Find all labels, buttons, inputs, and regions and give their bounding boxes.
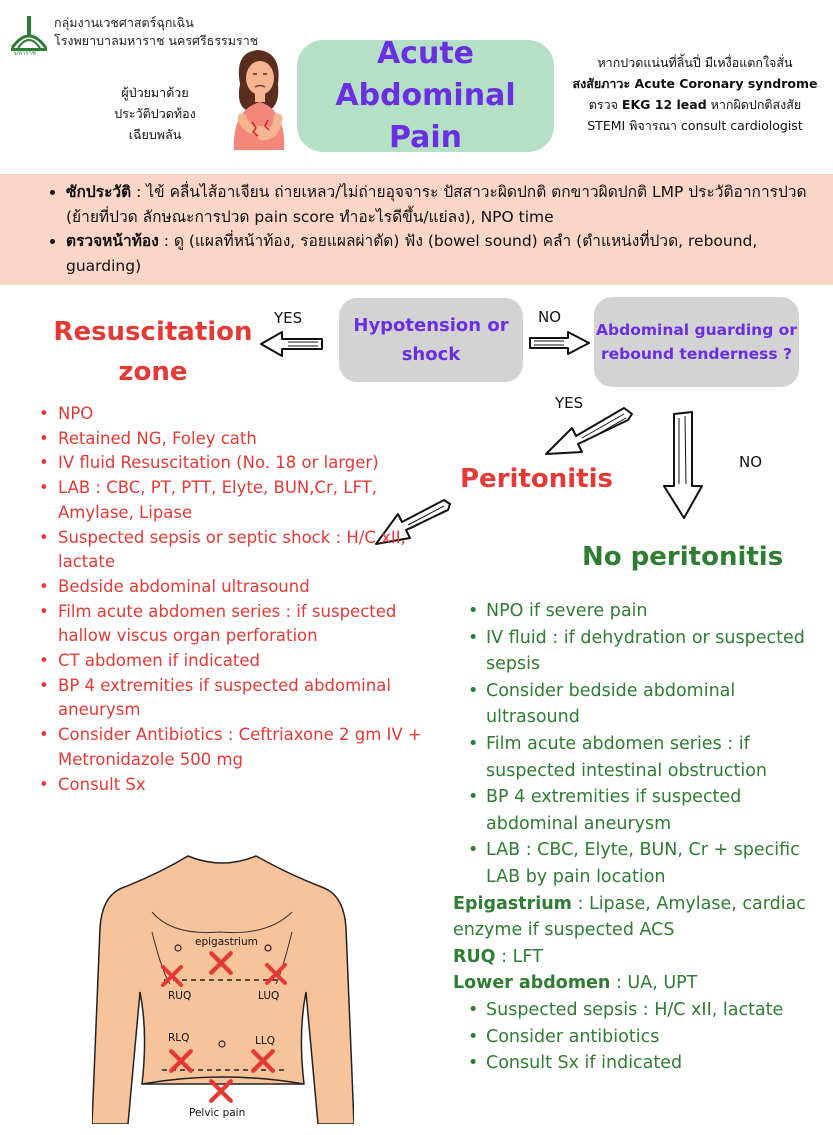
- epigastrium-label: Epigastrium: [453, 893, 572, 914]
- no-peritonitis-list: NPO if severe pain IV fluid : if dehydra…: [453, 598, 828, 891]
- org-name: กลุ่มงานเวชศาสตร์ฉุกเฉิน โรงพยาบาลมหาราช…: [54, 14, 258, 50]
- list-item: NPO if severe pain: [468, 598, 828, 625]
- resuscitation-list: NPO Retained NG, Foley cath IV fluid Res…: [38, 402, 448, 797]
- ruq-labs: RUQ : LFT: [453, 944, 828, 971]
- acs-line-1: หากปวดแน่นที่ลิ้นปี่ มีเหงื่อแตกใจสั่น: [597, 55, 793, 70]
- peritonitis-title: Peritonitis: [460, 464, 613, 494]
- acs-line-3-prefix: ตรวจ: [588, 97, 622, 112]
- epigastrium-label: epigastrium: [195, 936, 258, 948]
- patient-line-1: ผู้ป่วยมาด้วย: [121, 85, 189, 100]
- hypo-line-2: shock: [401, 344, 461, 365]
- list-item: Consider bedside abdominal ultrasound: [468, 678, 828, 731]
- history-item: ตรวจหน้าท้อง : ดู (แผลที่หน้าท้อง, รอยแผ…: [66, 229, 821, 278]
- patient-caption: ผู้ป่วยมาด้วย ประวัติปวดท้อง เฉียบพลัน: [100, 82, 210, 145]
- list-item: IV fluid Resuscitation (No. 18 or larger…: [39, 451, 448, 476]
- resuscitation-zone-title: Resuscitation zone: [48, 312, 258, 392]
- x-mark-icon: [209, 951, 233, 975]
- history-text: : ดู (แผลที่หน้าท้อง, รอยแผลผ่าตัด) ฟัง …: [66, 232, 758, 275]
- org-line-2: โรงพยาบาลมหาราช นครศรีธรรมราช: [54, 33, 259, 48]
- arrow-left-icon: [258, 330, 324, 362]
- lower-abdomen-label: Lower abdomen: [453, 973, 611, 994]
- no-peritonitis-block: NPO if severe pain IV fluid : if dehydra…: [453, 598, 828, 1077]
- no-peritonitis-title: No peritonitis: [582, 542, 784, 572]
- history-label: ซักประวัติ: [66, 183, 132, 201]
- hypotension-box: Hypotension or shock: [339, 298, 523, 382]
- no-top-label: NO: [538, 308, 562, 326]
- history-item: ซักประวัติ : ไข้ คลื่นไส้อาเจียน ถ่ายเหล…: [66, 180, 821, 229]
- lower-abdomen-list: Suspected sepsis : H/C xII, lactate Cons…: [453, 997, 828, 1077]
- luq-label: LUQ: [258, 990, 280, 1002]
- history-text: : ไข้ คลื่นไส้อาเจียน ถ่ายเหลว/ไม่ถ่ายอุ…: [66, 183, 807, 226]
- list-item: Consult Sx: [39, 773, 448, 798]
- resus-line-1: Resuscitation: [53, 317, 253, 347]
- epigastrium-text: : Lipase, Amylase, cardiac enzyme if sus…: [453, 893, 806, 941]
- ruq-label: RUQ: [168, 990, 192, 1002]
- title-line-1: Acute: [376, 36, 475, 71]
- list-item: Film acute abdomen series : if suspected…: [468, 731, 828, 784]
- logo-caption: มหาราช: [14, 50, 36, 57]
- x-mark-icon: [209, 1079, 233, 1103]
- hypo-line-1: Hypotension or: [353, 315, 509, 336]
- x-mark-icon: [265, 963, 287, 985]
- acs-line-3: ตรวจ EKG 12 lead หากผิดปกติสงสัย: [562, 94, 828, 115]
- pelvic-label: Pelvic pain: [189, 1107, 246, 1119]
- x-mark-icon: [169, 1049, 193, 1073]
- list-item: LAB : CBC, Elyte, BUN, Cr + specific LAB…: [468, 837, 828, 890]
- list-item: Film acute abdomen series : if suspected…: [39, 600, 448, 649]
- list-item: NPO: [39, 402, 448, 427]
- lower-abdomen-labs: Lower abdomen : UA, UPT: [453, 970, 828, 997]
- history-band: ซักประวัติ : ไข้ คลื่นไส้อาเจียน ถ่ายเหล…: [0, 174, 833, 285]
- yes-down-label: YES: [555, 394, 584, 412]
- resus-line-2: zone: [118, 357, 188, 387]
- list-item: Consider Antibiotics : Ceftriaxone 2 gm …: [39, 723, 448, 772]
- acs-line-2: สงสัยภาวะ Acute Coronary syndrome: [572, 76, 818, 91]
- llq-label: LLQ: [255, 1035, 275, 1047]
- guard-line-1: Abdominal guarding or: [596, 321, 797, 339]
- patient-illustration: [222, 44, 294, 150]
- x-mark-icon: [161, 965, 183, 987]
- acs-note: หากปวดแน่นที่ลิ้นปี่ มีเหงื่อแตกใจสั่น ส…: [562, 52, 828, 136]
- acs-line-3-suffix: หากผิดปกติสงสัย: [706, 97, 802, 112]
- acs-ekg: EKG 12 lead: [621, 97, 707, 112]
- history-label: ตรวจหน้าท้อง: [66, 232, 159, 250]
- x-mark-icon: [251, 1049, 275, 1073]
- list-item: Bedside abdominal ultrasound: [39, 575, 448, 600]
- guarding-box: Abdominal guarding or rebound tenderness…: [594, 297, 799, 387]
- hospital-logo: [8, 10, 50, 60]
- list-item: BP 4 extremities if suspected abdominal …: [39, 674, 448, 723]
- patient-line-3: เฉียบพลัน: [128, 127, 182, 142]
- yes-left-label: YES: [274, 309, 303, 327]
- no-down-label: NO: [739, 453, 763, 471]
- list-item: Consider antibiotics: [468, 1024, 828, 1051]
- arrow-down-left-icon: [540, 406, 636, 462]
- title-box: Acute Abdominal Pain: [297, 36, 554, 155]
- arrow-right-icon: [528, 330, 592, 360]
- epigastrium-labs: Epigastrium : Lipase, Amylase, cardiac e…: [453, 891, 828, 944]
- title-line-2: Abdominal Pain: [335, 78, 516, 155]
- guard-line-2: rebound tenderness ?: [600, 345, 793, 363]
- ruq-label: RUQ: [453, 946, 496, 967]
- rlq-label: RLQ: [168, 1032, 190, 1044]
- list-item: IV fluid : if dehydration or suspected s…: [468, 625, 828, 678]
- list-item: LAB : CBC, PT, PTT, Elyte, BUN,Cr, LFT, …: [39, 476, 448, 525]
- patient-line-2: ประวัติปวดท้อง: [114, 106, 196, 121]
- torso-svg: [91, 855, 355, 1125]
- list-item: Retained NG, Foley cath: [39, 427, 448, 452]
- ruq-text: : LFT: [495, 946, 543, 967]
- arrow-down-icon: [660, 410, 706, 526]
- list-item: CT abdomen if indicated: [39, 649, 448, 674]
- org-line-1: กลุ่มงานเวชศาสตร์ฉุกเฉิน: [54, 15, 194, 30]
- lower-abdomen-text: : UA, UPT: [610, 973, 698, 994]
- list-item: Consult Sx if indicated: [468, 1050, 828, 1077]
- list-item: Suspected sepsis or septic shock : H/C x…: [39, 526, 448, 575]
- list-item: Suspected sepsis : H/C xII, lactate: [468, 997, 828, 1024]
- acs-line-4: STEMI พิจารณา consult cardiologist: [587, 118, 803, 133]
- torso-diagram: epigastrium RUQ LUQ RLQ LLQ Pelvic pain: [91, 852, 355, 1125]
- list-item: BP 4 extremities if suspected abdominal …: [468, 784, 828, 837]
